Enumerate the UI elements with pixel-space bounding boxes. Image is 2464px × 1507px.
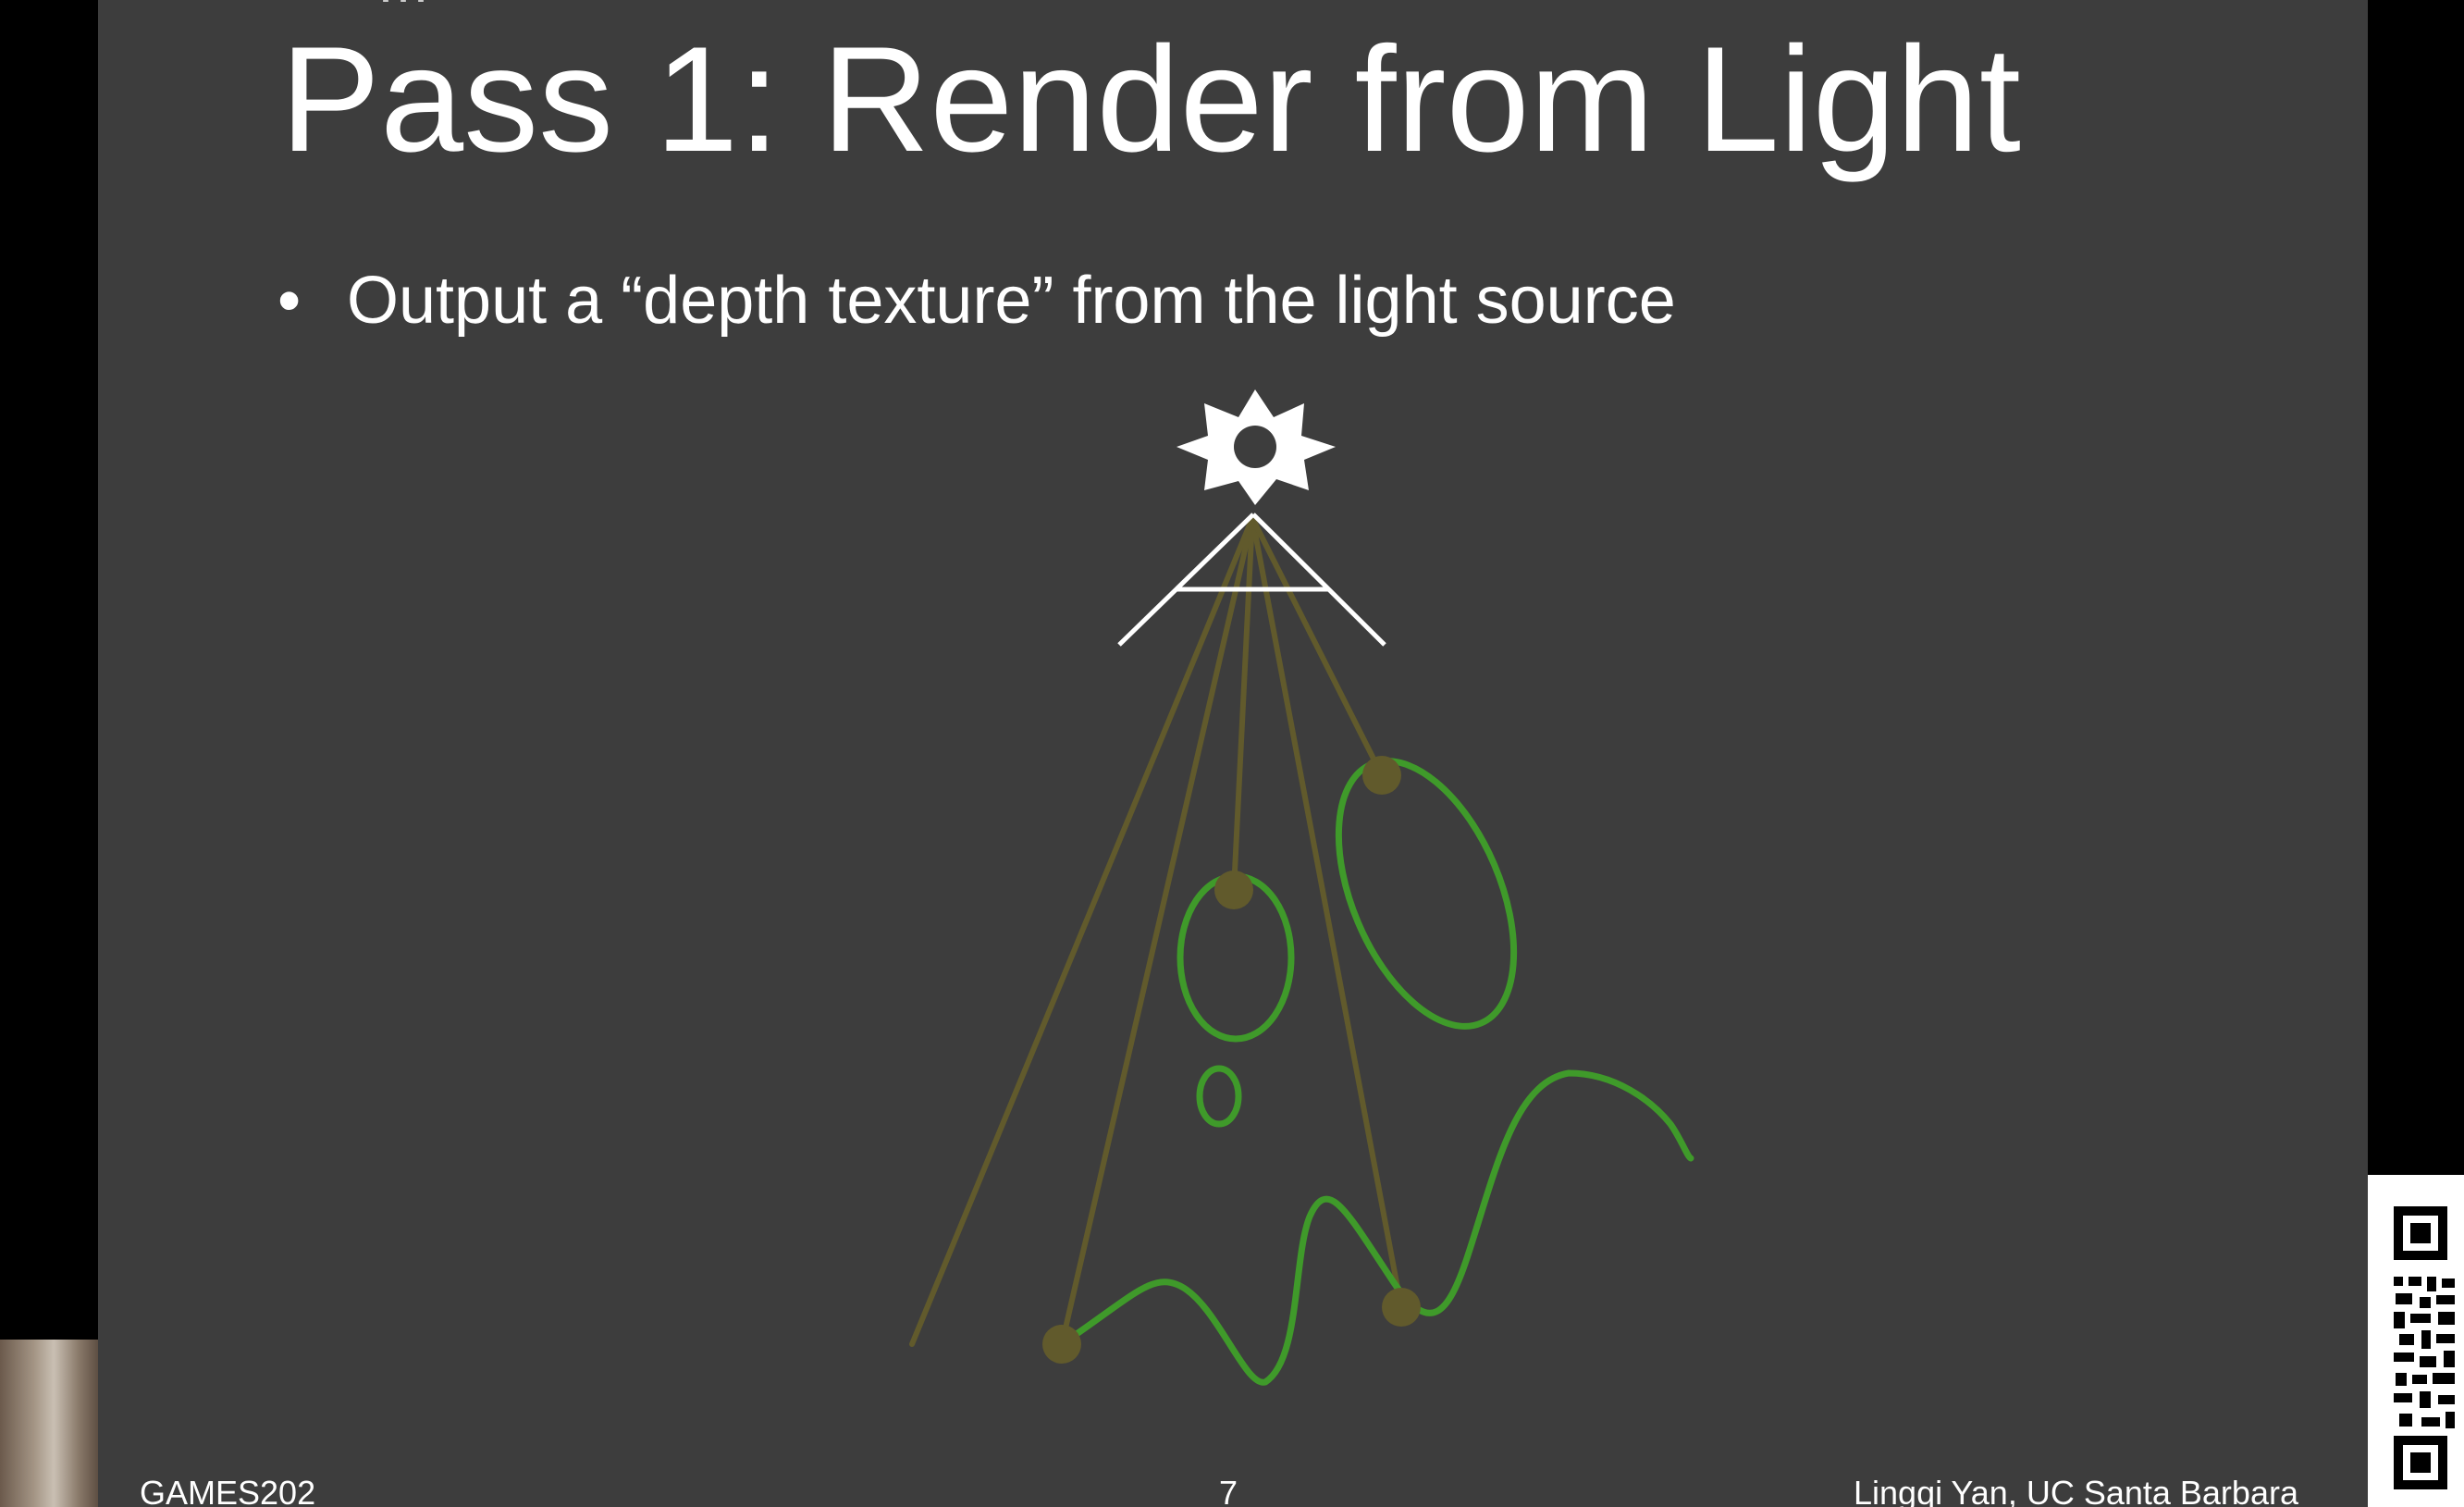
bullet-item: • Output a “depth texture” from the light… [277, 259, 1676, 342]
light-ray [1059, 515, 1255, 1347]
depth-point [1214, 871, 1253, 909]
webcam-thumbnail [0, 1340, 98, 1507]
footer-course: GAMES202 [140, 1474, 316, 1507]
light-ray [1250, 515, 1385, 778]
qr-code-panel [2368, 1175, 2464, 1507]
tiny-ellipse-object [1196, 1065, 1242, 1128]
depth-point [1042, 1325, 1081, 1364]
light-ray [909, 515, 1255, 1347]
footer-author: Lingqi Yan, UC Santa Barbara [1854, 1474, 2298, 1507]
scene-geometry [1058, 758, 1694, 1386]
previous-slide-title-remnant: … [376, 0, 616, 11]
slide: … Pass 1: Render from Light • Output a “d… [98, 0, 2368, 1507]
bullet-text: Output a “depth texture” from the light … [347, 264, 1676, 338]
sun-icon [1177, 389, 1336, 505]
depth-point [1362, 756, 1401, 795]
light-ray [1231, 515, 1255, 893]
tilted-ellipse-object [1335, 758, 1518, 1030]
light-ray [1250, 515, 1404, 1310]
bullet-glyph: • [277, 264, 302, 338]
shadow-map-diagram [909, 389, 1694, 1386]
light-camera-frustum [1117, 513, 1386, 647]
depth-point [1382, 1288, 1421, 1327]
slide-title: Pass 1: Render from Light [280, 16, 2021, 183]
depth-samples [1042, 756, 1421, 1364]
ground-curve [1058, 1069, 1694, 1386]
footer-page-number: 7 [1219, 1474, 1238, 1507]
left-letterbox [0, 0, 98, 1507]
qr-code-icon [2394, 1206, 2455, 1489]
light-rays [909, 515, 1404, 1347]
